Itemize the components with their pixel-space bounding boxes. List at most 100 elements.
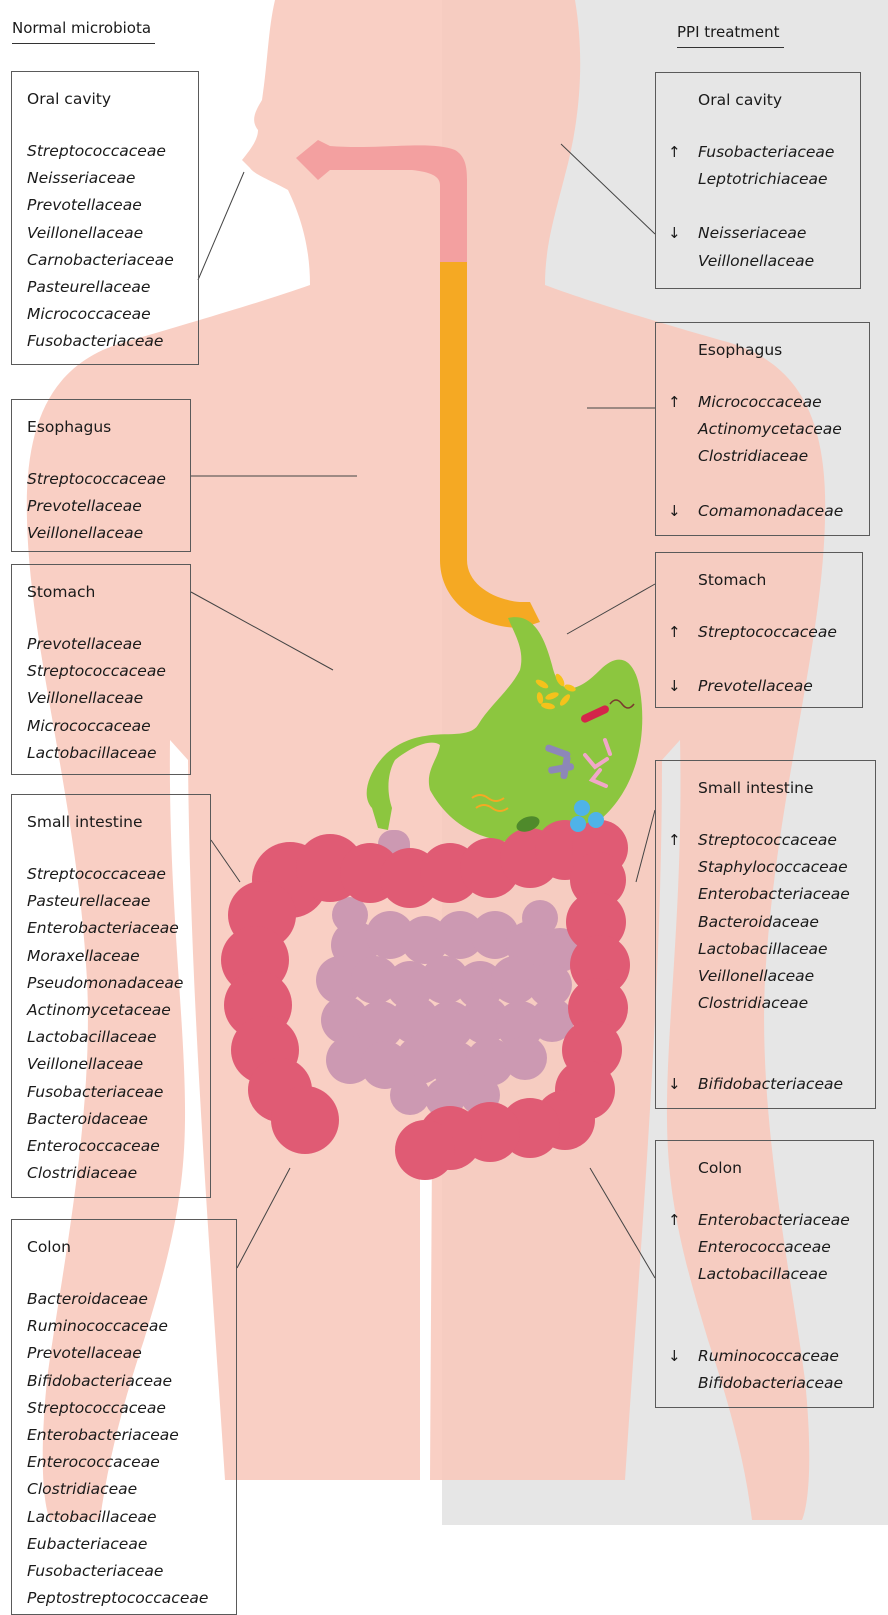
family-item: Streptococcaceae: [27, 861, 200, 888]
family-item: Streptococcaceae: [668, 827, 865, 854]
family-item: Clostridiaceae: [27, 1476, 226, 1503]
family-item: Neisseriaceae: [27, 165, 188, 192]
arrow-down-icon: ↓: [668, 1071, 681, 1098]
arrow-down-icon: ↓: [668, 498, 681, 525]
family-item: Carnobacteriaceae: [27, 247, 188, 274]
normal-stomach-box: Stomach Prevotellaceae Streptococcaceae …: [11, 564, 191, 775]
arrow-up-icon: ↑: [668, 827, 681, 854]
family-item: Fusobacteriaceae: [27, 328, 188, 355]
family-item: Pasteurellaceae: [27, 274, 188, 301]
family-item: Streptococcaceae: [27, 658, 180, 685]
family-item: Veillonellaceae: [27, 685, 180, 712]
family-item: Lactobacillaceae: [27, 740, 180, 767]
family-item: Veillonellaceae: [27, 520, 180, 547]
decrease-group: ↓ Comamonadaceae: [668, 498, 859, 525]
family-item: Fusobacteriaceae: [27, 1558, 226, 1585]
box-title: Colon: [668, 1155, 863, 1182]
family-item: Clostridiaceae: [668, 443, 859, 470]
family-item: Neisseriaceae: [668, 220, 850, 247]
family-item: Prevotellaceae: [668, 673, 852, 700]
family-item: Micrococcaceae: [27, 713, 180, 740]
family-item: Veillonellaceae: [668, 963, 865, 990]
family-item: Clostridiaceae: [668, 990, 865, 1017]
family-item: Fusobacteriaceae: [27, 1079, 200, 1106]
family-item: Micrococcaceae: [668, 389, 859, 416]
increase-group: ↑ Fusobacteriaceae Leptotrichiaceae: [668, 139, 850, 193]
family-item: Peptostreptococcaceae: [27, 1585, 226, 1612]
family-item: Enterobacteriaceae: [668, 1207, 863, 1234]
family-item: Bifidobacteriaceae: [668, 1071, 865, 1098]
family-item: Lactobacillaceae: [27, 1024, 200, 1051]
family-item: Enterococcaceae: [27, 1133, 200, 1160]
arrow-down-icon: ↓: [668, 1343, 681, 1370]
box-title: Stomach: [668, 567, 852, 594]
normal-colon-box: Colon Bacteroidaceae Ruminococcaceae Pre…: [11, 1219, 237, 1615]
increase-group: ↑ Streptococcaceae: [668, 619, 852, 646]
family-item: Staphylococcaceae: [668, 854, 865, 881]
box-title: Esophagus: [668, 337, 859, 364]
family-item: Enterobacteriaceae: [27, 915, 200, 942]
family-item: Pasteurellaceae: [27, 888, 200, 915]
family-item: Fusobacteriaceae: [668, 139, 850, 166]
increase-group: ↑ Streptococcaceae Staphylococcaceae Ent…: [668, 827, 865, 1017]
family-item: Pseudomonadaceae: [27, 970, 200, 997]
arrow-down-icon: ↓: [668, 220, 681, 247]
family-item: Streptococcaceae: [27, 138, 188, 165]
arrow-up-icon: ↑: [668, 139, 681, 166]
ppi-colon-box: Colon ↑ Enterobacteriaceae Enterococcace…: [655, 1140, 874, 1408]
increase-group: ↑ Enterobacteriaceae Enterococcaceae Lac…: [668, 1207, 863, 1289]
family-item: Comamonadaceae: [668, 498, 859, 525]
family-item: Bifidobacteriaceae: [27, 1368, 226, 1395]
family-item: Enterobacteriaceae: [27, 1422, 226, 1449]
family-item: Lactobacillaceae: [27, 1504, 226, 1531]
family-item: Streptococcaceae: [668, 619, 852, 646]
box-title: Small intestine: [27, 809, 200, 836]
family-item: Prevotellaceae: [27, 631, 180, 658]
family-item: Enterobacteriaceae: [668, 881, 865, 908]
family-item: Ruminococcaceae: [668, 1343, 863, 1370]
box-title: Oral cavity: [27, 86, 188, 113]
arrow-down-icon: ↓: [668, 673, 681, 700]
family-item: Enterococcaceae: [27, 1449, 226, 1476]
ppi-small-intestine-box: Small intestine ↑ Streptococcaceae Staph…: [655, 760, 876, 1109]
family-item: Clostridiaceae: [27, 1160, 200, 1187]
family-item: Bifidobacteriaceae: [668, 1370, 863, 1397]
box-title: Esophagus: [27, 414, 180, 441]
normal-small-intestine-box: Small intestine Streptococcaceae Pasteur…: [11, 794, 211, 1198]
family-item: Prevotellaceae: [27, 192, 188, 219]
increase-group: ↑ Micrococcaceae Actinomycetaceae Clostr…: [668, 389, 859, 471]
ppi-esophagus-box: Esophagus ↑ Micrococcaceae Actinomycetac…: [655, 322, 870, 536]
family-item: Ruminococcaceae: [27, 1313, 226, 1340]
ppi-stomach-box: Stomach ↑ Streptococcaceae ↓ Prevotellac…: [655, 552, 863, 708]
arrow-up-icon: ↑: [668, 1207, 681, 1234]
box-title: Oral cavity: [668, 87, 850, 114]
ppi-treatment-header: PPI treatment: [677, 23, 780, 41]
family-item: Micrococcaceae: [27, 301, 188, 328]
decrease-group: ↓ Bifidobacteriaceae: [668, 1071, 865, 1098]
normal-oral-cavity-box: Oral cavity Streptococcaceae Neisseriace…: [11, 71, 199, 365]
decrease-group: ↓ Prevotellaceae: [668, 673, 852, 700]
family-item: Prevotellaceae: [27, 1340, 226, 1367]
decrease-group: ↓ Neisseriaceae Veillonellaceae: [668, 220, 850, 274]
ppi-oral-cavity-box: Oral cavity ↑ Fusobacteriaceae Leptotric…: [655, 72, 861, 289]
family-item: Streptococcaceae: [27, 466, 180, 493]
box-title: Stomach: [27, 579, 180, 606]
family-item: Veillonellaceae: [668, 248, 850, 275]
family-item: Lactobacillaceae: [668, 1261, 863, 1288]
family-item: Lactobacillaceae: [668, 936, 865, 963]
family-item: Veillonellaceae: [27, 220, 188, 247]
family-item: Bacteroidaceae: [668, 909, 865, 936]
family-item: Enterococcaceae: [668, 1234, 863, 1261]
family-item: Streptococcaceae: [27, 1395, 226, 1422]
family-item: Bacteroidaceae: [27, 1286, 226, 1313]
arrow-up-icon: ↑: [668, 389, 681, 416]
family-item: Veillonellaceae: [27, 1051, 200, 1078]
arrow-up-icon: ↑: [668, 619, 681, 646]
family-item: Leptotrichiaceae: [668, 166, 850, 193]
box-title: Colon: [27, 1234, 226, 1261]
family-item: Moraxellaceae: [27, 943, 200, 970]
box-title: Small intestine: [668, 775, 865, 802]
family-item: Actinomycetaceae: [668, 416, 859, 443]
family-item: Prevotellaceae: [27, 493, 180, 520]
